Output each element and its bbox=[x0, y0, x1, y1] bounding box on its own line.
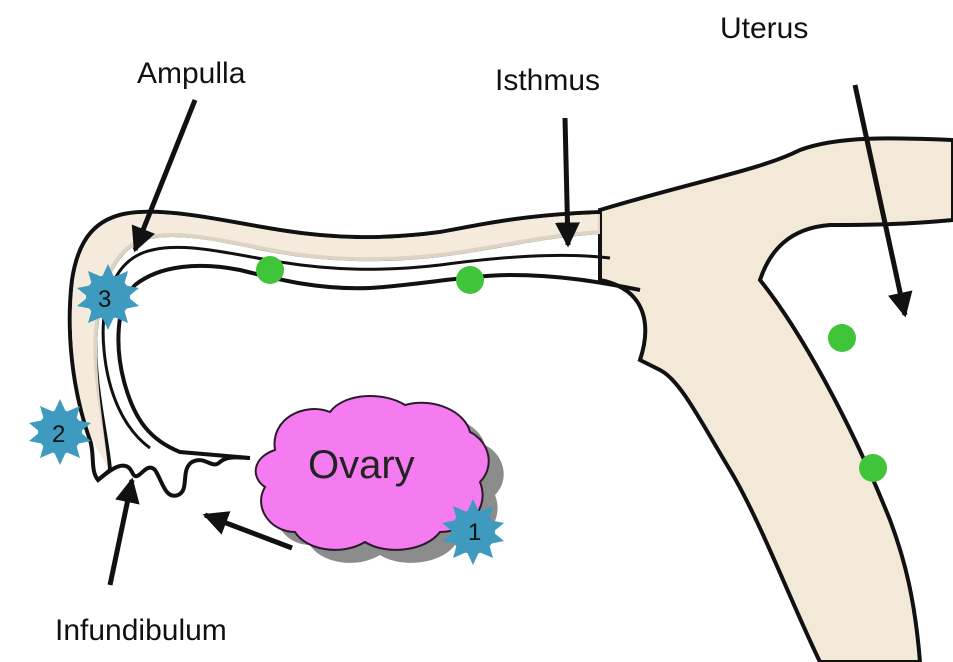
ovary-label: Ovary bbox=[308, 443, 415, 487]
ampulla-label: Ampulla bbox=[137, 57, 246, 90]
egg-dot-3 bbox=[828, 324, 856, 352]
fimbriae bbox=[98, 457, 250, 495]
egg-dot-4 bbox=[859, 454, 887, 482]
stage-1-label: 1 bbox=[468, 519, 481, 546]
uterus-label: Uterus bbox=[720, 12, 808, 45]
stage-2-label: 2 bbox=[52, 421, 65, 448]
isthmus-label: Isthmus bbox=[495, 64, 600, 97]
stage-3-label: 3 bbox=[98, 286, 111, 313]
isthmus-arrow bbox=[565, 118, 568, 245]
infundibulum-label: Infundibulum bbox=[55, 614, 227, 647]
infundibulum-arrow bbox=[110, 480, 132, 585]
egg-dot-2 bbox=[456, 266, 484, 294]
uterus-shape bbox=[600, 138, 953, 662]
egg-dot-1 bbox=[256, 256, 284, 284]
